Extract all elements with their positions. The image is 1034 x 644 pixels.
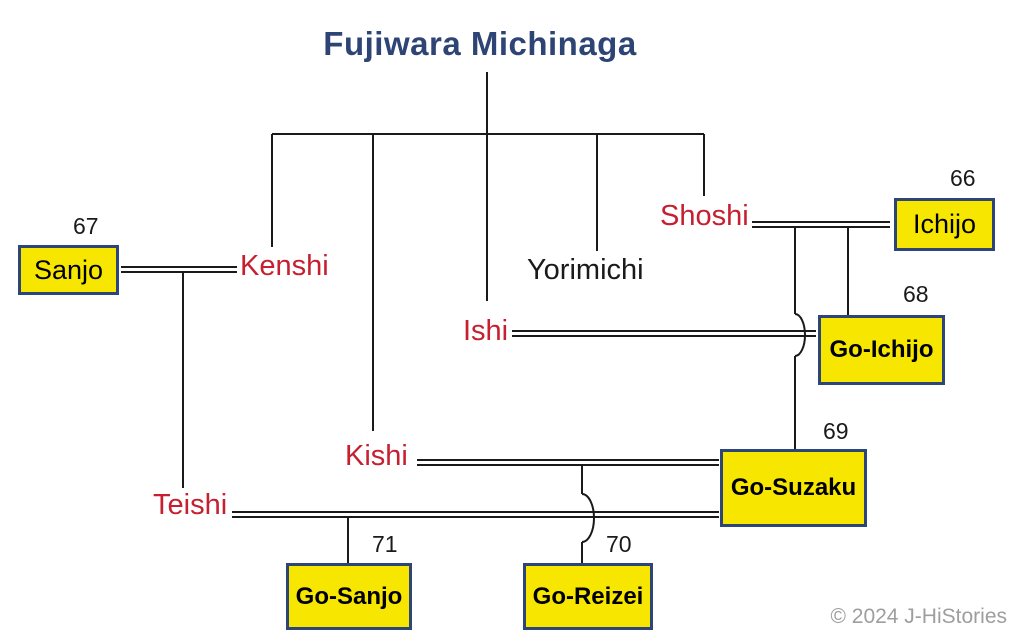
emperor-box-go-suzaku: Go-Suzaku xyxy=(720,449,867,527)
marriage-line-shoshi-ichijo xyxy=(752,221,890,228)
emperor-label-go-suzaku: Go-Suzaku xyxy=(730,474,857,501)
marriage-line-sanjo-kenshi xyxy=(121,266,237,273)
emperor-box-go-reizei: Go-Reizei xyxy=(523,563,653,630)
emperor-label-go-sanjo: Go-Sanjo xyxy=(295,582,403,610)
emperor-box-go-ichijo: Go-Ichijo xyxy=(818,315,945,385)
reign-number-sanjo: 67 xyxy=(73,213,99,239)
emperor-label-ichijo: Ichijo xyxy=(912,209,977,239)
marriage-line-ishi-goichijo xyxy=(512,330,816,337)
goreizei-descent-line xyxy=(581,465,595,563)
emperor-box-sanjo: Sanjo xyxy=(18,245,119,295)
person-label-shoshi: Shoshi xyxy=(660,200,749,232)
copyright-text: © 2024 J-HiStories xyxy=(830,605,1007,628)
line-crossing-hop xyxy=(581,493,595,543)
person-label-yorimichi: Yorimichi xyxy=(527,254,644,286)
person-label-kishi: Kishi xyxy=(345,440,408,472)
marriage-line-teishi-gosuzaku xyxy=(232,511,719,518)
emperor-box-ichijo: Ichijo xyxy=(894,198,995,251)
person-label-kenshi: Kenshi xyxy=(240,250,329,282)
emperor-label-sanjo: Sanjo xyxy=(33,254,104,285)
reign-number-go-suzaku: 69 xyxy=(823,418,849,444)
emperor-label-go-reizei: Go-Reizei xyxy=(532,582,644,610)
person-label-teishi: Teishi xyxy=(153,489,228,521)
emperor-box-go-sanjo: Go-Sanjo xyxy=(286,563,412,630)
emperor-label-go-ichijo: Go-Ichijo xyxy=(829,336,934,363)
line-crossing-hop xyxy=(794,313,806,357)
gosuzaku-descent-line xyxy=(794,227,806,449)
marriage-line-kishi-gosuzaku xyxy=(417,459,719,466)
diagram-title: Fujiwara Michinaga xyxy=(323,25,637,62)
person-label-ishi: Ishi xyxy=(463,315,509,347)
reign-number-ichijo: 66 xyxy=(950,165,976,191)
reign-number-go-reizei: 70 xyxy=(606,531,632,557)
reign-number-go-ichijo: 68 xyxy=(903,281,929,307)
reign-number-go-sanjo: 71 xyxy=(372,531,398,557)
